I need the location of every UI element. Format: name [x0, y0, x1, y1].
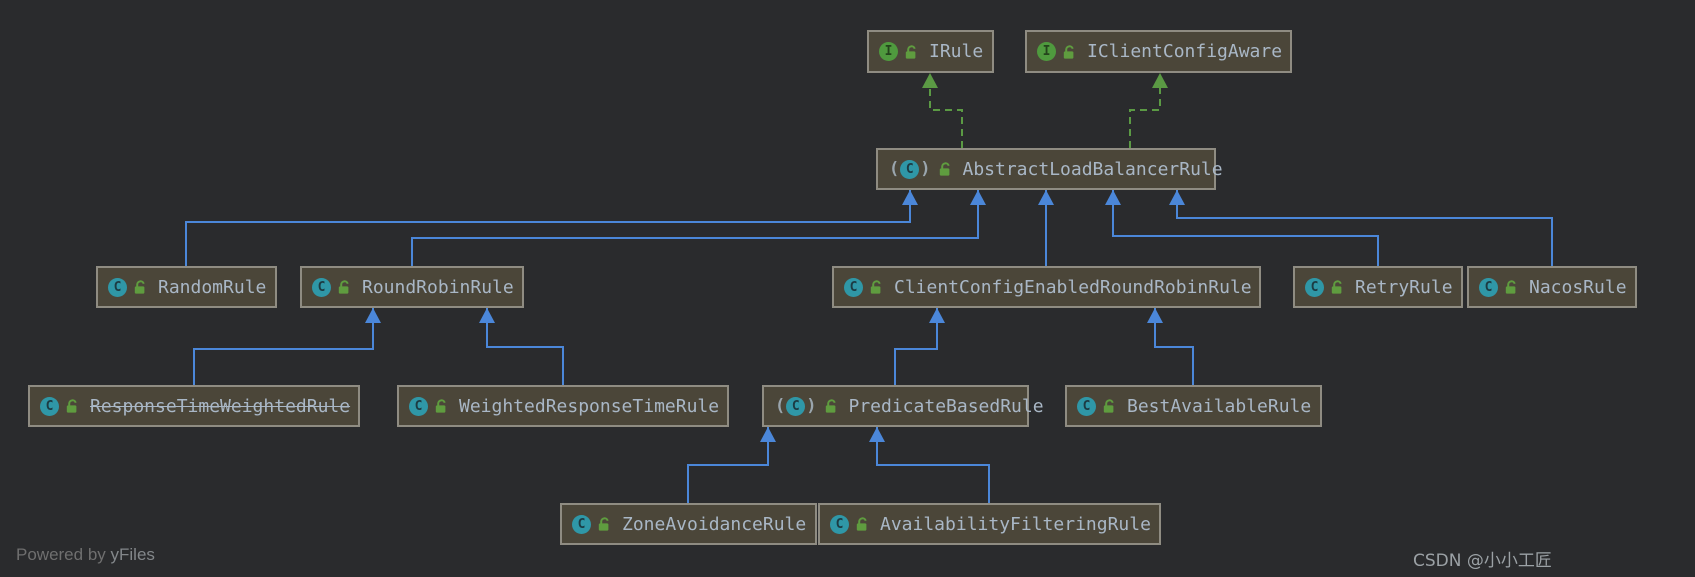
class-name-label: RetryRule	[1355, 276, 1453, 298]
class-icon: C	[1077, 396, 1096, 416]
edge-albr-implements-icca	[1129, 73, 1168, 148]
class-node-irule[interactable]: I IRule	[867, 30, 994, 73]
edge-roundrobin-extends-albr	[411, 190, 986, 266]
unlocked-lock-icon	[598, 517, 609, 531]
edge-retry-extends-albr	[1105, 190, 1379, 266]
abstract-icon: C	[786, 396, 806, 416]
class-icon: C	[1305, 277, 1324, 297]
inheritance-arrowhead	[970, 190, 986, 205]
inheritance-arrowhead	[365, 308, 381, 323]
class-icon: C	[1479, 277, 1498, 297]
class-node-icca[interactable]: I IClientConfigAware	[1025, 30, 1292, 73]
edge-pbr-extends-ccerrr	[894, 308, 945, 385]
edge-rtwr-extends-roundrobin	[193, 308, 381, 385]
inheritance-arrowhead	[902, 190, 918, 205]
class-icon: C	[312, 277, 331, 297]
class-node-albr[interactable]: (C) AbstractLoadBalancerRule	[876, 148, 1223, 190]
class-node-rtwr[interactable]: C ResponseTimeWeightedRule	[28, 385, 360, 427]
unlocked-lock-icon	[1063, 44, 1074, 59]
unlocked-lock-icon	[856, 517, 867, 531]
unlocked-lock-icon	[66, 399, 77, 413]
class-name-label: BestAvailableRule	[1127, 395, 1312, 417]
edge-albr-implements-irule	[922, 73, 963, 148]
class-name-label: RandomRule	[158, 276, 267, 298]
unlocked-lock-icon	[825, 399, 836, 413]
inheritance-arrowhead	[760, 427, 776, 442]
unlocked-lock-icon	[905, 44, 916, 59]
yfiles-brand-text: yFiles	[110, 545, 155, 564]
class-node-random[interactable]: C RandomRule	[96, 266, 277, 308]
inheritance-arrowhead	[479, 308, 495, 323]
class-name-label: AbstractLoadBalancerRule	[962, 158, 1223, 180]
inheritance-arrowhead	[922, 73, 938, 88]
class-node-retry[interactable]: C RetryRule	[1293, 266, 1463, 308]
abstract-icon: C	[900, 159, 920, 179]
class-name-label: ZoneAvoidanceRule	[622, 513, 807, 535]
powered-by-yfiles-label: Powered by yFiles	[16, 545, 155, 565]
unlocked-lock-icon	[338, 280, 349, 294]
interface-icon: I	[879, 42, 898, 61]
unlocked-lock-icon	[1505, 280, 1516, 294]
powered-by-text: Powered by	[16, 545, 111, 564]
class-name-label: ResponseTimeWeightedRule	[90, 395, 351, 417]
class-name-label: PredicateBasedRule	[848, 395, 1044, 417]
class-node-bar[interactable]: C BestAvailableRule	[1065, 385, 1322, 427]
inheritance-arrowhead	[1038, 190, 1054, 205]
abstract-paren-right: )	[920, 159, 931, 179]
unlocked-lock-icon	[1331, 280, 1342, 294]
inheritance-arrowhead	[1105, 190, 1121, 205]
edge-ccerrr-extends-albr	[1038, 190, 1054, 266]
class-node-roundrobin[interactable]: C RoundRobinRule	[300, 266, 524, 308]
class-name-label: WeightedResponseTimeRule	[459, 395, 720, 417]
class-name-label: ClientConfigEnabledRoundRobinRule	[894, 276, 1252, 298]
abstract-paren-right: )	[806, 396, 817, 416]
csdn-watermark: CSDN @小小工匠	[1413, 551, 1552, 571]
class-icon: C	[844, 277, 863, 297]
inheritance-arrowhead	[1169, 190, 1185, 205]
class-node-afr[interactable]: C AvailabilityFilteringRule	[818, 503, 1161, 545]
class-icon: C	[108, 277, 127, 297]
inheritance-arrowhead	[929, 308, 945, 323]
class-icon: C	[572, 514, 591, 534]
class-name-label: RoundRobinRule	[362, 276, 514, 298]
class-node-zar[interactable]: C ZoneAvoidanceRule	[560, 503, 817, 545]
class-name-label: IClientConfigAware	[1087, 41, 1283, 62]
unlocked-lock-icon	[1103, 399, 1114, 413]
class-icon: C	[830, 514, 849, 534]
class-node-wrtr[interactable]: C WeightedResponseTimeRule	[397, 385, 729, 427]
edge-bar-extends-ccerrr	[1147, 308, 1194, 385]
abstract-paren-left: (	[775, 396, 786, 416]
inheritance-arrowhead	[869, 427, 885, 442]
edge-random-extends-albr	[185, 190, 918, 266]
class-node-pbr[interactable]: (C) PredicateBasedRule	[762, 385, 1044, 427]
edge-afr-extends-pbr	[869, 427, 990, 503]
unlocked-lock-icon	[435, 399, 446, 413]
class-icon: C	[40, 396, 59, 416]
class-name-label: IRule	[929, 41, 984, 62]
class-node-ccerrr[interactable]: C ClientConfigEnabledRoundRobinRule	[832, 266, 1261, 308]
unlocked-lock-icon	[134, 280, 145, 294]
unlocked-lock-icon	[870, 280, 881, 294]
class-icon: C	[409, 396, 428, 416]
inheritance-arrowhead	[1152, 73, 1168, 88]
interface-icon: I	[1037, 42, 1056, 61]
edge-nacos-extends-albr	[1169, 190, 1553, 266]
edge-wrtr-extends-roundrobin	[479, 308, 564, 385]
inheritance-arrowhead	[1147, 308, 1163, 323]
edge-zar-extends-pbr	[687, 427, 776, 503]
abstract-paren-left: (	[889, 159, 900, 179]
class-name-label: AvailabilityFilteringRule	[880, 513, 1151, 535]
class-node-nacos[interactable]: C NacosRule	[1467, 266, 1637, 308]
class-name-label: NacosRule	[1529, 276, 1627, 298]
unlocked-lock-icon	[939, 162, 950, 176]
